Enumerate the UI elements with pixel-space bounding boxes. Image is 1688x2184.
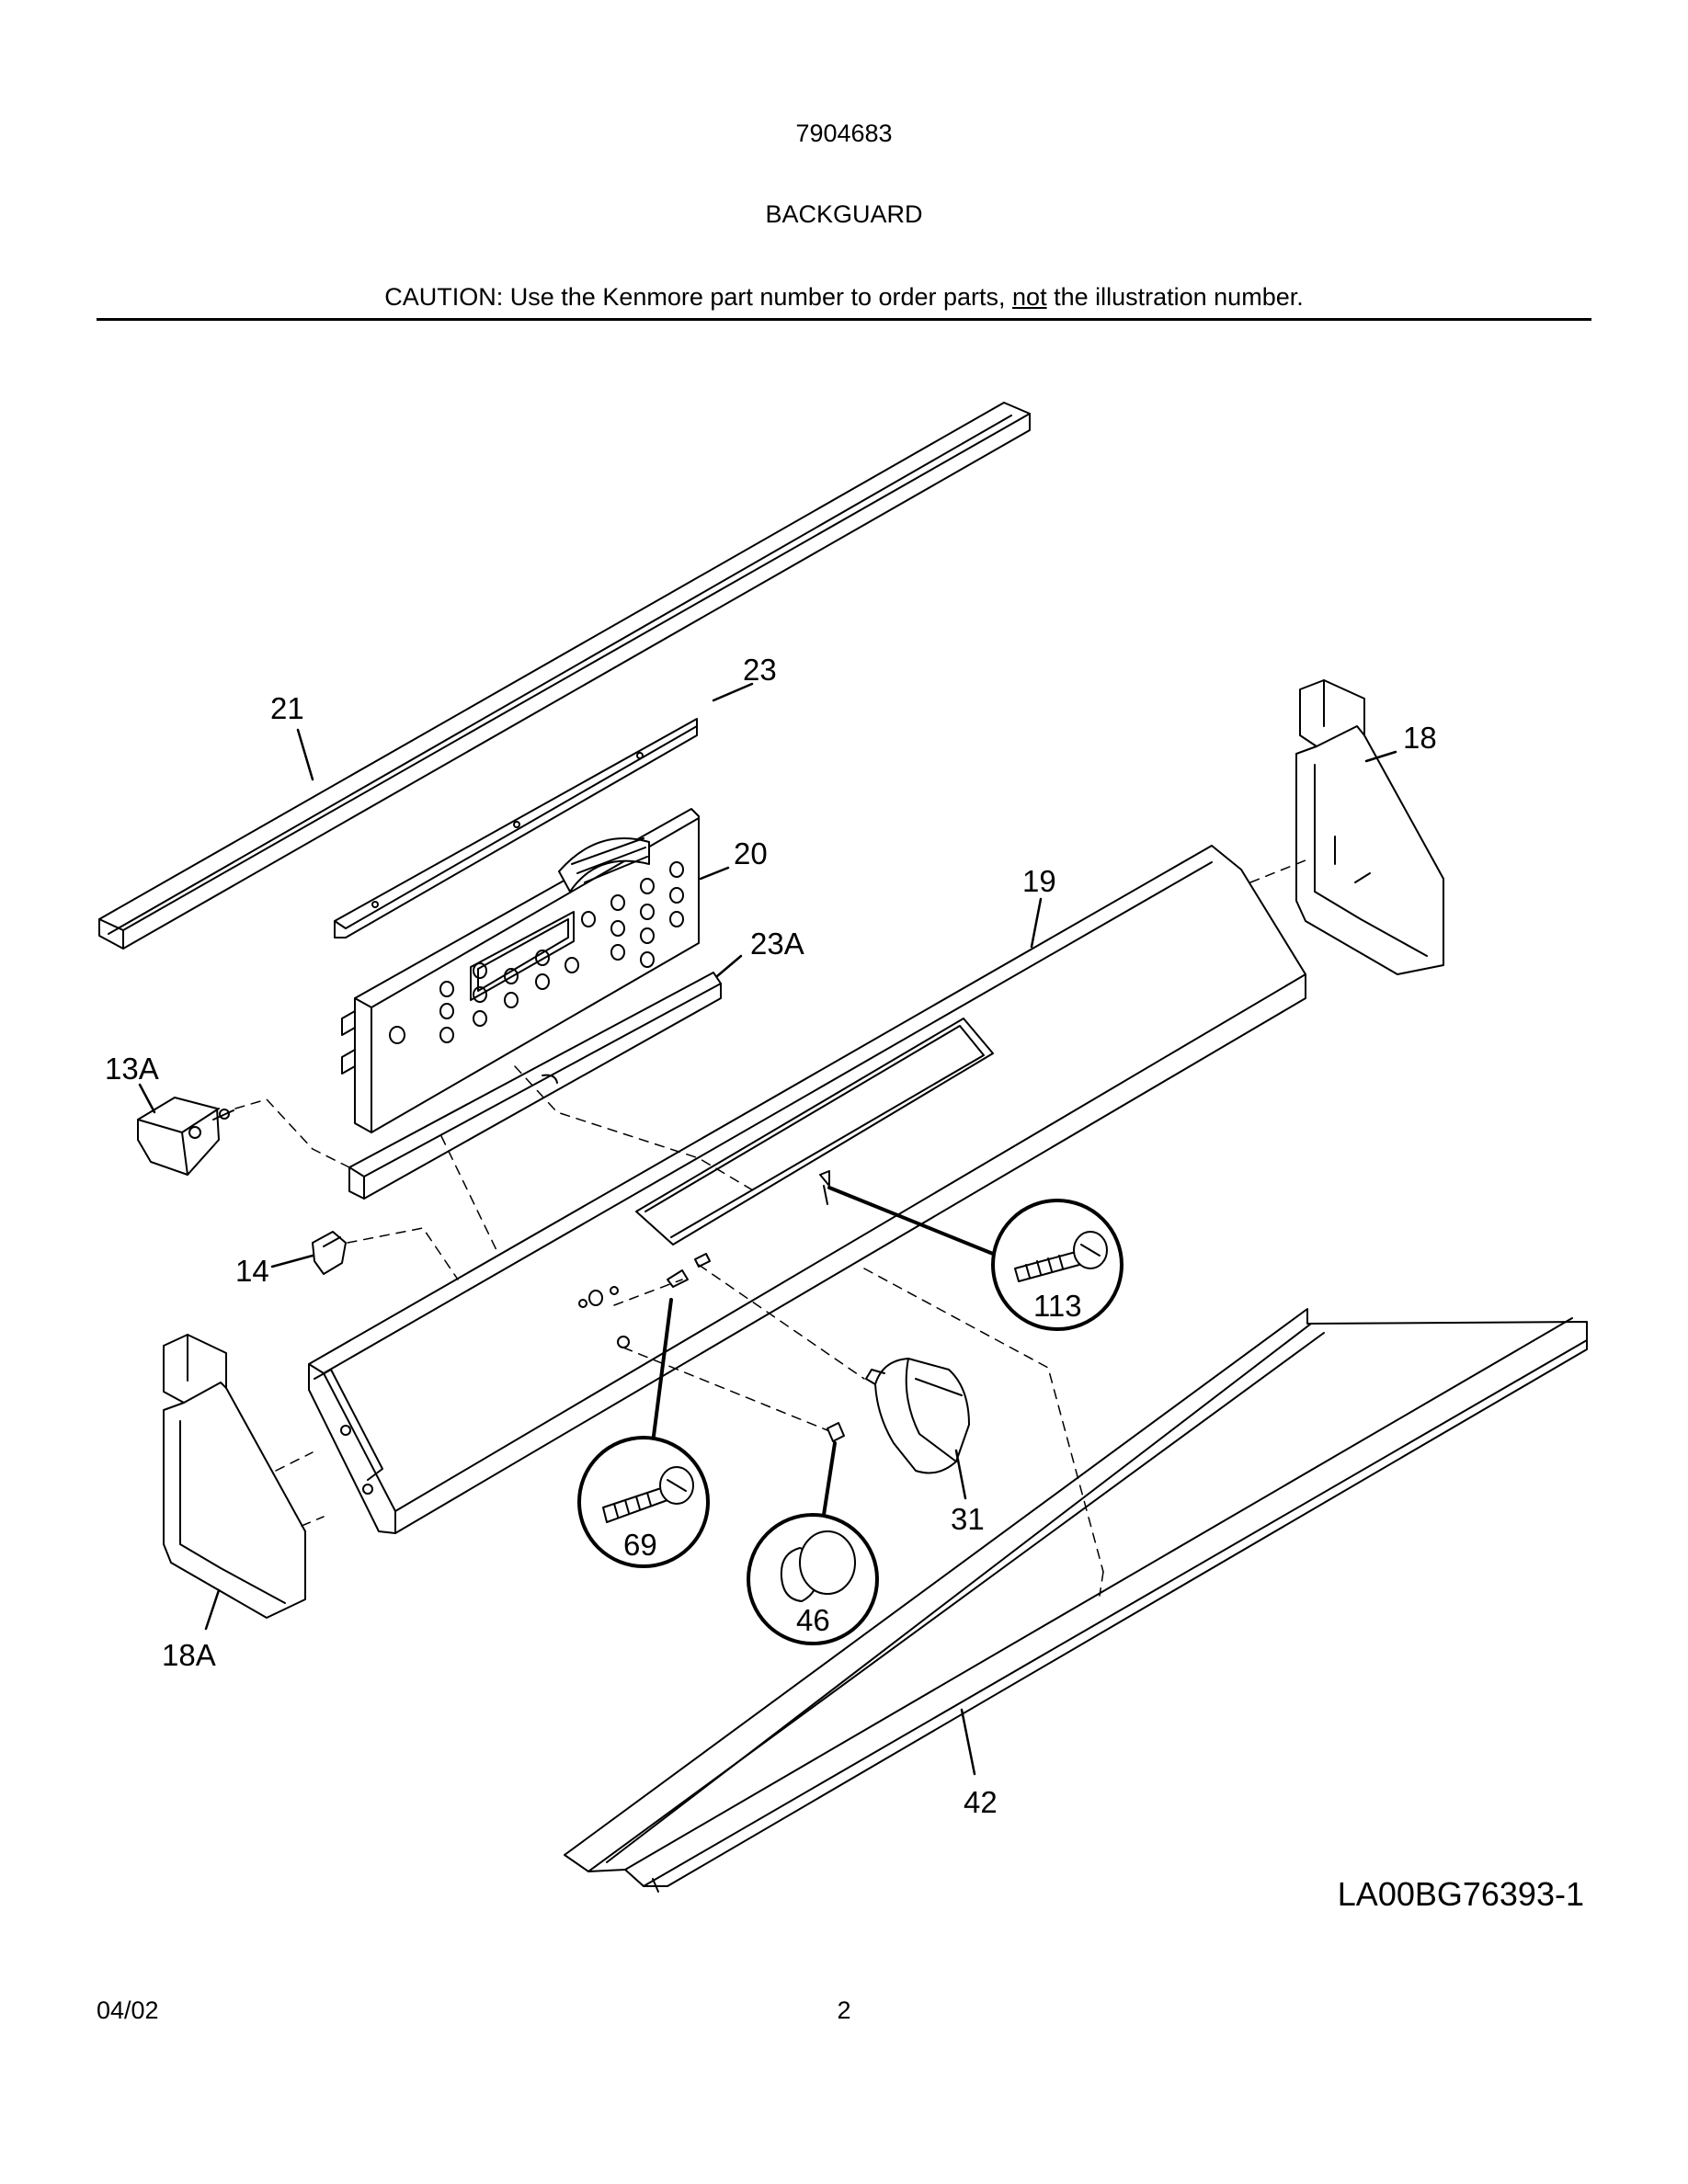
label-42: 42	[964, 1785, 998, 1819]
caution-suffix: the illustration number.	[1046, 283, 1304, 311]
detail-69	[577, 1298, 710, 1568]
label-13A: 13A	[105, 1052, 159, 1086]
detail-46	[747, 1441, 879, 1645]
section-title: BACKGUARD	[765, 200, 923, 228]
assembly-lines	[234, 859, 1306, 1597]
header-rule	[97, 318, 1591, 321]
callout-labels: 21 23 18 20 19 23A 13A 14 113 69 31 46 1…	[105, 653, 1437, 1819]
label-23A: 23A	[750, 927, 804, 961]
leader-lines	[138, 682, 1397, 1776]
label-31: 31	[951, 1502, 985, 1536]
model-number: 7904683	[795, 119, 893, 147]
part-23-top-bracket	[334, 718, 698, 938]
part-42-bottom-trim	[564, 1308, 1588, 1893]
label-23: 23	[743, 653, 777, 687]
label-113: 113	[1033, 1289, 1082, 1323]
part-23A-lower-bracket	[348, 972, 722, 1200]
panel-fasteners	[578, 1170, 845, 1442]
part-18-right-end-cap	[1295, 679, 1444, 975]
part-21-top-trim	[98, 402, 1031, 950]
part-18A-left-end-cap	[163, 1334, 306, 1619]
part-13A-switch	[137, 1097, 234, 1176]
label-19: 19	[1022, 864, 1056, 898]
label-46: 46	[796, 1603, 830, 1637]
label-69: 69	[623, 1528, 657, 1562]
part-31-knob	[865, 1358, 970, 1474]
label-18A: 18A	[162, 1638, 216, 1672]
label-14: 14	[235, 1254, 269, 1288]
part-20-control-board	[341, 808, 700, 1133]
caution-note: CAUTION: Use the Kenmore part number to …	[0, 283, 1688, 312]
revision-date: 04/02	[97, 1996, 159, 2024]
label-21: 21	[270, 691, 304, 725]
label-20: 20	[734, 836, 768, 870]
caution-prefix: CAUTION: Use the Kenmore part number to …	[384, 283, 1013, 311]
page-number: 2	[837, 1996, 851, 2024]
drawing-id: LA00BG76393-1	[1337, 1875, 1584, 1913]
caution-emphasis: not	[1012, 283, 1047, 311]
label-18: 18	[1403, 721, 1437, 755]
detail-113	[827, 1186, 1123, 1331]
part-14-connector	[312, 1231, 347, 1275]
part-19-backguard-panel	[308, 845, 1306, 1534]
